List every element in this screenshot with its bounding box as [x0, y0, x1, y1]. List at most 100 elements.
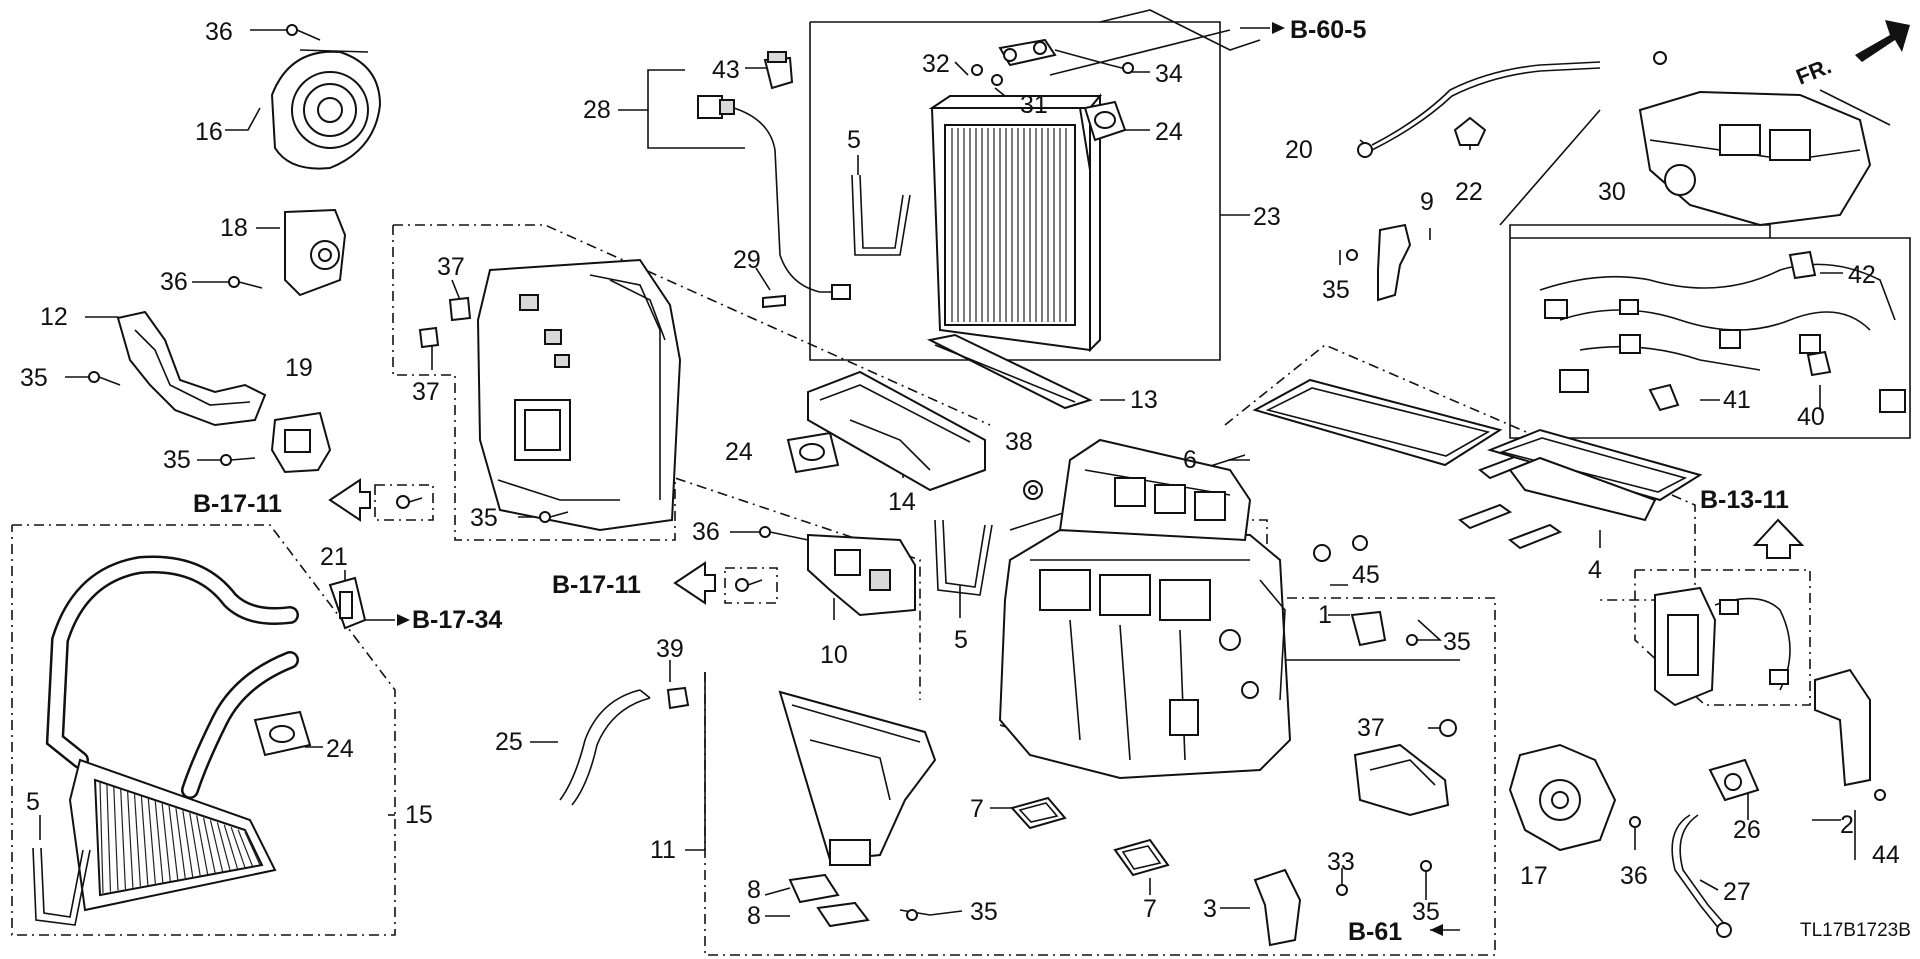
part-4-filter-frame	[1486, 428, 1703, 522]
callout-36: 36	[692, 518, 720, 546]
ref-b17-11-top: B-17-11	[193, 490, 282, 518]
part-28-sensor-harness	[697, 95, 851, 300]
callout-37: 37	[437, 253, 465, 281]
callout-35: 35	[970, 898, 998, 926]
part-37-clip-c	[1439, 719, 1457, 737]
part-11-duct	[778, 690, 937, 866]
part-37-clip-a	[448, 296, 472, 322]
callout-35: 35	[1443, 628, 1471, 656]
callout-40: 40	[1797, 403, 1825, 431]
part-7-seal-a	[1010, 796, 1067, 830]
part-35-screw-19	[220, 454, 256, 466]
part-36-screw-top	[286, 24, 321, 41]
callout-14: 14	[888, 488, 916, 516]
part-3-bracket	[1253, 868, 1302, 947]
part-40-clip	[1806, 350, 1832, 377]
callout-numbers: 36 16 18 36 12 35 19 35 43 28 5 29 32 31…	[20, 18, 1900, 930]
part-18-actuator	[284, 208, 347, 297]
part-22-grommet	[1453, 116, 1487, 146]
callout-17: 17	[1520, 862, 1548, 890]
callout-37: 37	[412, 378, 440, 406]
part-42-clip	[1788, 250, 1817, 280]
part-30-harness	[1539, 263, 1906, 413]
callout-26: 26	[1733, 816, 1761, 844]
part-35-screw-1	[1406, 634, 1418, 646]
callout-45: 45	[1352, 561, 1380, 589]
callout-32: 32	[922, 50, 950, 78]
part-14-duct	[807, 370, 986, 492]
callout-5: 5	[954, 626, 968, 654]
evaporator-fins	[951, 128, 1067, 322]
part-35-screw-9	[1346, 249, 1358, 261]
callout-29: 29	[733, 246, 761, 274]
callout-7: 7	[970, 795, 984, 823]
part-5-clip-lower	[32, 847, 91, 926]
part-6-filter-seal	[1252, 378, 1563, 550]
ref-b17-34: B-17-34	[412, 606, 502, 634]
part-5-clip-mid	[934, 519, 993, 596]
bracket-right	[1353, 743, 1450, 817]
part-36-screw-10	[759, 526, 809, 541]
reference-labels: B-60-5 B-17-11 B-17-11 B-17-34 B-13-11 B…	[193, 16, 1911, 946]
callout-8: 8	[747, 876, 761, 904]
part-35-screw-bracket	[1420, 860, 1432, 872]
small-screw-box-left	[396, 495, 423, 509]
callout-23: 23	[1253, 203, 1281, 231]
part-43-connector	[763, 51, 794, 90]
callout-35: 35	[470, 504, 498, 532]
part-2-bracket	[1814, 668, 1871, 787]
callout-6: 6	[1183, 446, 1197, 474]
callout-33: 33	[1327, 848, 1355, 876]
callout-20: 20	[1285, 136, 1313, 164]
part-24-grommet-mid	[786, 431, 840, 474]
callout-11: 11	[650, 836, 676, 864]
heater-hoses	[45, 555, 299, 799]
callout-34: 34	[1155, 60, 1183, 88]
part-38-nut	[1023, 480, 1043, 500]
ref-b61: B-61	[1348, 918, 1402, 946]
part-17-actuator	[1508, 743, 1617, 852]
callout-21: 21	[320, 543, 348, 571]
part-21-grommet	[328, 576, 367, 630]
callout-28: 28	[583, 96, 611, 124]
callout-12: 12	[40, 303, 68, 331]
callout-2: 2	[1840, 811, 1854, 839]
part-10-bracket	[807, 533, 916, 617]
reference-arrows	[328, 20, 1910, 936]
part-41-clip	[1648, 383, 1680, 412]
callout-15: 15	[405, 801, 433, 829]
callout-42: 42	[1848, 261, 1876, 289]
part-26-sensor	[1708, 758, 1760, 802]
callout-31: 31	[1020, 91, 1048, 119]
part-12-bracket	[116, 310, 267, 427]
left-case-half	[476, 258, 682, 532]
callout-22: 22	[1455, 178, 1483, 206]
callout-35: 35	[163, 446, 191, 474]
part-9-clip	[1377, 223, 1412, 302]
part-35-screw-case	[539, 511, 569, 523]
callout-25: 25	[495, 728, 523, 756]
callout-27: 27	[1723, 878, 1751, 906]
main-hvac-case	[998, 438, 1292, 780]
part-44-screw	[1874, 789, 1886, 801]
part-34-expansion-valve	[998, 38, 1134, 74]
callout-5: 5	[847, 126, 861, 154]
heater-core-fins	[99, 781, 261, 894]
callout-24: 24	[725, 438, 753, 466]
callout-38: 38	[1005, 428, 1033, 456]
callout-4: 4	[1588, 556, 1602, 584]
part-35-screw-12	[88, 371, 121, 386]
callout-36: 36	[1620, 862, 1648, 890]
callout-35: 35	[1412, 898, 1440, 926]
part-16-blower-motor	[270, 49, 382, 170]
callout-16: 16	[195, 118, 223, 146]
callout-24: 24	[326, 735, 354, 763]
parts	[32, 20, 1910, 947]
part-45-clip	[1313, 535, 1368, 562]
callout-10: 10	[820, 641, 848, 669]
callout-37: 37	[1357, 714, 1385, 742]
part-24-grommet-top	[1083, 100, 1127, 142]
part-7-seal-b	[1113, 838, 1170, 877]
callout-44: 44	[1872, 841, 1900, 869]
